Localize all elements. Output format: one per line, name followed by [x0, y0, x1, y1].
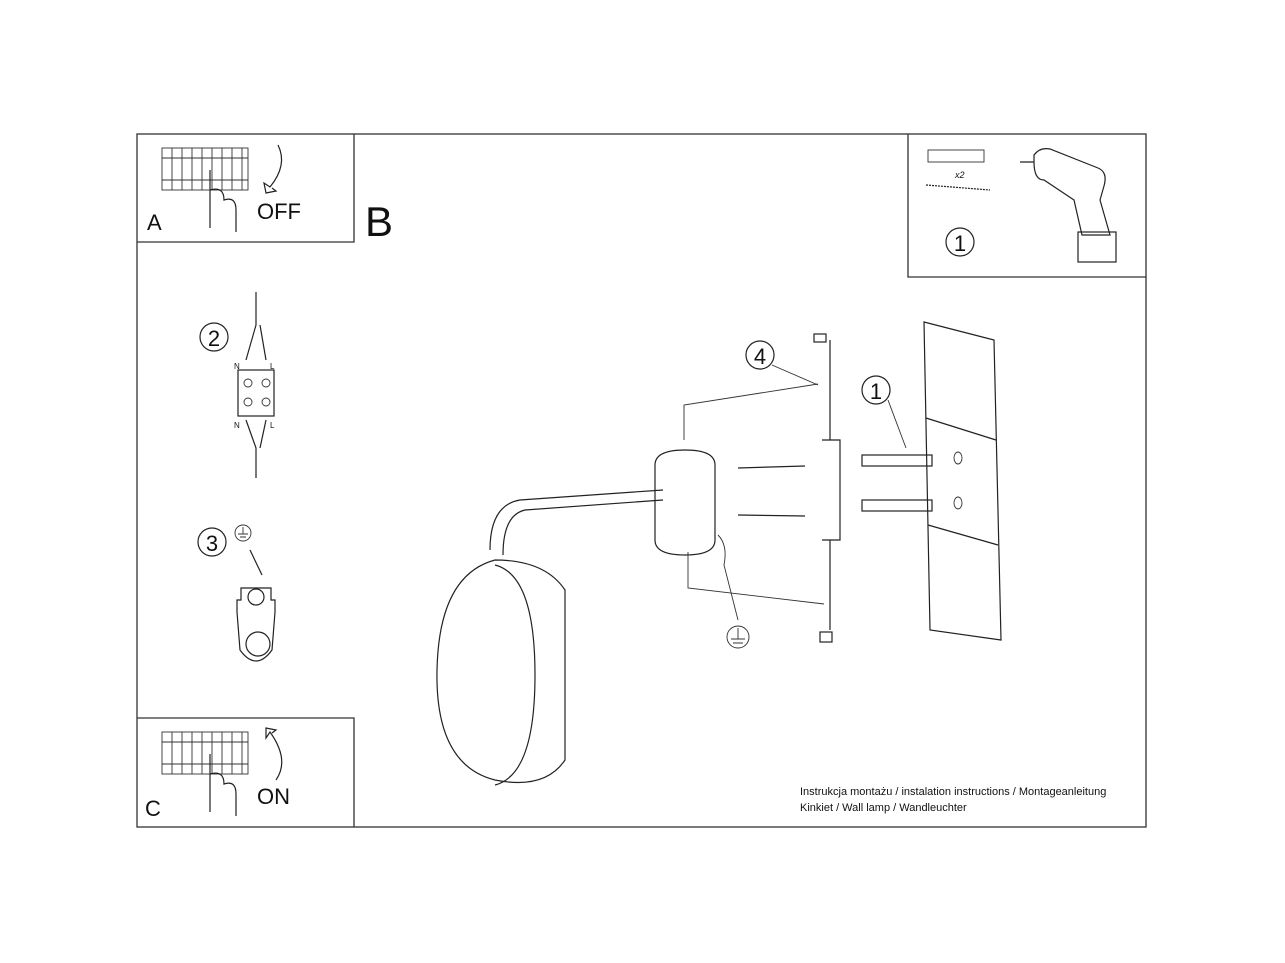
arrow-up-icon	[265, 727, 283, 781]
panel-c-power-on: C ON	[137, 717, 355, 827]
arrow-down-icon	[263, 144, 283, 194]
outer-frame	[136, 133, 1147, 828]
hand-icon	[209, 170, 237, 232]
ground-symbol-icon	[726, 625, 750, 649]
terminal-block-icon	[237, 369, 275, 417]
wiring-step-number: 2	[208, 326, 220, 351]
wiring-step: 2 N L N L	[199, 292, 275, 478]
step-circle	[945, 227, 975, 257]
caption-line-2: Kinkiet / Wall lamp / Wandleuchter	[800, 802, 967, 814]
ground-terminal-icon	[236, 587, 276, 662]
neutral-label-top: N	[234, 362, 240, 371]
canopy-icon	[654, 449, 716, 556]
tools-panel: x2 1	[907, 134, 1146, 278]
wall-icon	[923, 321, 1002, 641]
panel-c-letter: C	[145, 796, 161, 821]
neutral-label-bottom: N	[234, 421, 240, 430]
ground-step-number: 3	[206, 531, 218, 556]
screw-icon	[925, 184, 991, 191]
ground-symbol-icon	[234, 524, 252, 542]
off-label: OFF	[257, 199, 301, 224]
wall-lamp-assembly: 1 4	[436, 321, 1002, 786]
panel-b-letter: B	[365, 198, 393, 245]
breaker-panel-icon	[161, 731, 249, 775]
wall-plug-icon	[927, 149, 985, 163]
mounting-bracket-icon	[822, 340, 841, 630]
caption-line-1: Instrukcja montażu / instalation instruc…	[800, 786, 1106, 798]
ground-step: 3	[197, 524, 276, 662]
anchors-step-number: 1	[870, 379, 882, 404]
bracket-step-number: 4	[754, 344, 766, 369]
live-label-bottom: L	[270, 421, 275, 430]
panel-a-letter: A	[147, 210, 162, 235]
wires-icon	[245, 292, 267, 478]
quantity-label: x2	[954, 170, 965, 180]
breaker-panel-icon	[161, 147, 249, 191]
live-label-top: L	[270, 362, 275, 371]
lamp-arm-icon	[489, 489, 664, 556]
wall-plugs-icon	[861, 454, 933, 512]
drill-icon	[1020, 148, 1117, 263]
ground-wire	[249, 549, 263, 576]
hand-icon	[209, 754, 237, 816]
on-label: ON	[257, 784, 290, 809]
lamp-ring-shade-icon	[436, 559, 566, 786]
panel-a-power-off: A OFF	[137, 134, 355, 243]
tools-step-number: 1	[954, 231, 966, 256]
screws-icon	[737, 465, 806, 517]
